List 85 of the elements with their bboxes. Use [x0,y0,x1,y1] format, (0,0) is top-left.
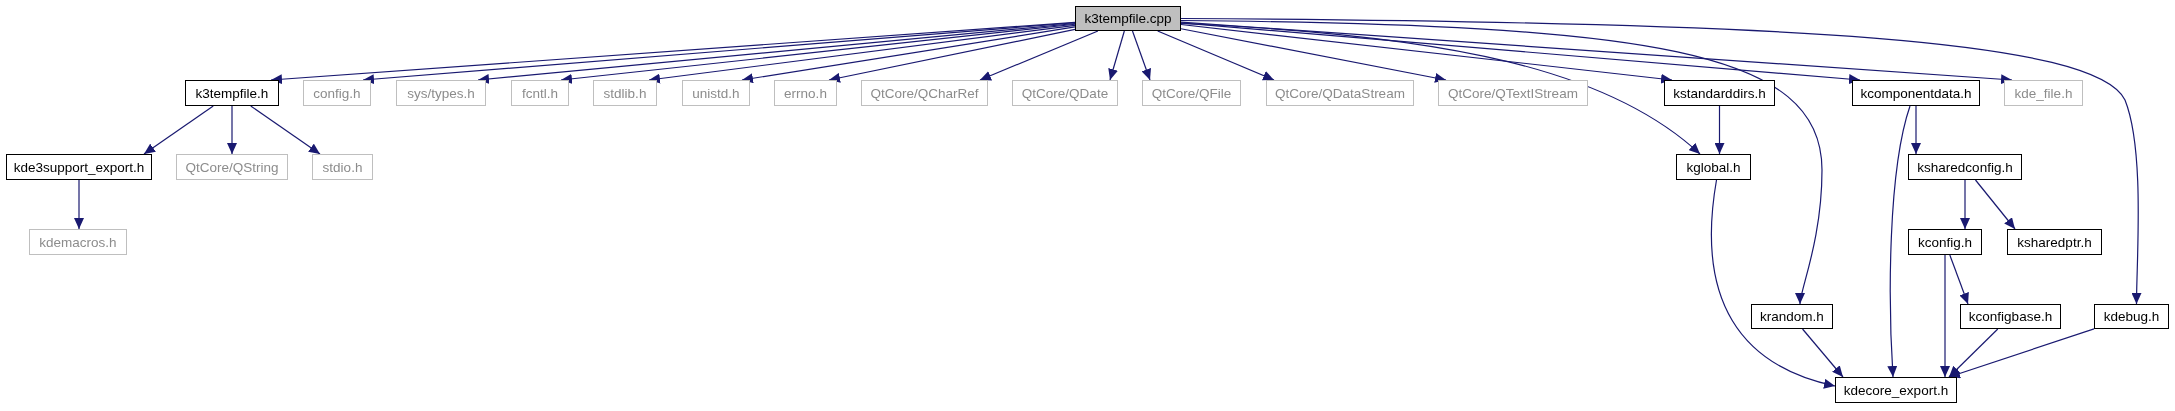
arrow [828,28,1076,83]
file-name: errno.h [784,85,827,101]
arrow [1157,30,1275,81]
arrow [477,22,1076,84]
arrow [1974,179,2016,230]
file-name: QtCore/QFile [1151,85,1232,101]
arrow [1108,30,1125,81]
file-name: kdebug.h [2103,309,2160,324]
file-name: QtCore/QCharRef [870,85,979,101]
file-name: kde_file.h [2014,85,2073,101]
file-box [1852,80,1980,106]
file-name: QtCore/QTextIStream [1448,85,1578,101]
file-box [1908,154,2022,180]
file-box [1835,377,1957,403]
file-box [1676,154,1751,180]
file-box [176,154,288,180]
file-box [303,80,371,106]
arrow [648,24,1076,84]
file-name: QtCore/QDataStream [1275,85,1405,101]
file-box [774,80,837,106]
file-name: kconfig.h [1917,234,1972,250]
file-name: fcntl.h [522,85,558,101]
arrow [1714,105,1725,155]
file-name: unistd.h [692,85,740,101]
file-box [1266,80,1414,106]
file-name: ksharedptr.h [2017,234,2092,250]
file-box [396,80,486,106]
file-name: kcomponentdata.h [1860,85,1972,101]
file-name: kstandarddirs.h [1673,85,1766,101]
file-name: QtCore/QDate [1021,85,1109,101]
arrow [1180,28,1447,83]
file-name: k3tempfile.h [195,85,269,101]
file-name: stdlib.h [603,85,647,101]
arrow [250,105,321,155]
arrow [741,26,1076,84]
arrow [1887,105,1911,378]
arrow [1911,105,1921,155]
arrow [979,30,1099,81]
file-name: sys/types.h [407,85,475,101]
file-box [1664,80,1775,106]
file-box [593,80,657,106]
file-name: kdecore_export.h [1843,382,1949,398]
file-box [511,80,569,106]
arrow [1948,328,1999,378]
file-box [1142,80,1241,106]
arrow [1960,179,1970,230]
arrow [560,23,1076,84]
file-name: stdio.h [322,159,363,175]
file-name: kde3support_export.h [13,159,145,175]
file-box [1751,304,1833,329]
arrow [1180,22,1861,85]
arrow [1949,254,1969,305]
arrow [1131,30,1151,81]
arrow [1801,328,1844,378]
arrow [143,105,214,155]
arrow [1180,21,2013,85]
file-box [1960,304,2061,329]
file-box [1908,229,1982,255]
file-name: config.h [313,85,361,101]
file-box [1012,80,1118,106]
file-box [312,154,373,180]
file-box [682,80,750,106]
arrow [1180,23,1673,84]
file-box [2094,304,2169,329]
file-name: ksharedconfig.h [1917,159,2013,175]
file-name: k3tempfile.cpp [1084,11,1172,26]
file-name: QtCore/QString [185,159,279,175]
arrow [1710,179,1836,389]
file-box [185,80,279,106]
file-box [2004,80,2083,106]
file-name: kconfigbase.h [1968,309,2053,324]
file-name: kglobal.h [1686,159,1741,175]
file-box [861,80,988,106]
arrow [1180,19,1823,305]
file-box [2007,229,2102,255]
arrow [1940,254,1950,378]
file-box [29,229,127,255]
arrow [1180,17,2142,305]
file-box [1438,80,1588,106]
file-name: kdemacros.h [39,234,117,250]
arrow [227,105,237,155]
file-box [6,154,152,180]
file-box [1075,6,1181,31]
file-name: krandom.h [1760,309,1824,324]
arrow [74,179,84,230]
